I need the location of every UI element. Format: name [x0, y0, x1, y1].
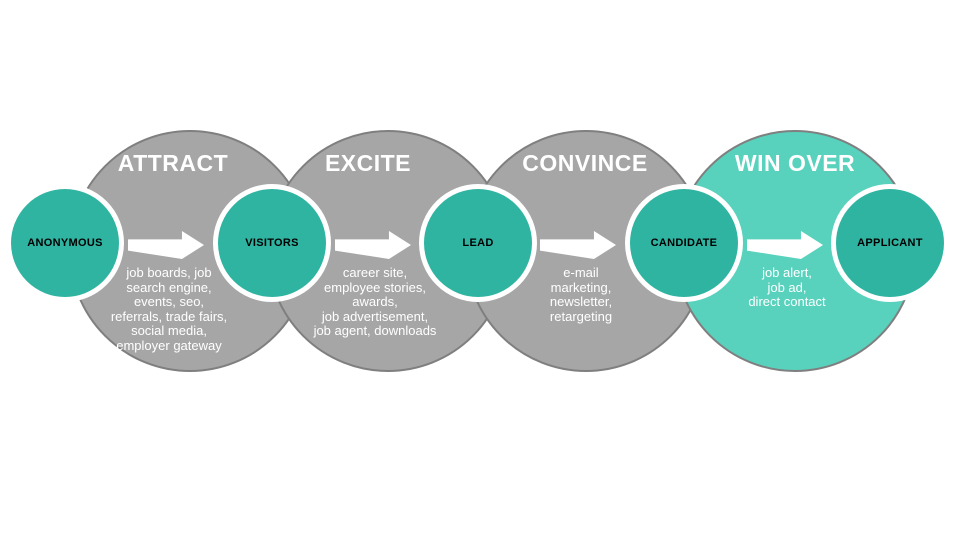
node-circle-lead: LEAD — [419, 184, 537, 302]
node-circle-visitors: VISITORS — [213, 184, 331, 302]
stage-title-excite: EXCITE — [324, 150, 412, 176]
node-label: VISITORS — [245, 237, 299, 249]
stage-title-win-over: WIN OVER — [734, 150, 856, 176]
node-circle-applicant: APPLICANT — [831, 184, 949, 302]
stage-title-attract: ATTRACT — [117, 150, 229, 176]
stage-title-convince: CONVINCE — [522, 150, 648, 176]
node-circle-anonymous: ANONYMOUS — [6, 184, 124, 302]
stage-channels-attract: job boards, job search engine, events, s… — [110, 265, 228, 353]
stage-channels-excite: career site, employee stories, awards, j… — [313, 265, 437, 338]
node-label: ANONYMOUS — [27, 237, 103, 249]
node-label: CANDIDATE — [650, 237, 718, 249]
node-label: APPLICANT — [857, 237, 923, 249]
stage-channels-convince: e-mail marketing, newsletter, retargetin… — [549, 265, 613, 324]
stage-channels-win-over: job alert, job ad, direct contact — [748, 265, 826, 309]
node-label: LEAD — [462, 237, 494, 249]
node-circle-candidate: CANDIDATE — [625, 184, 743, 302]
